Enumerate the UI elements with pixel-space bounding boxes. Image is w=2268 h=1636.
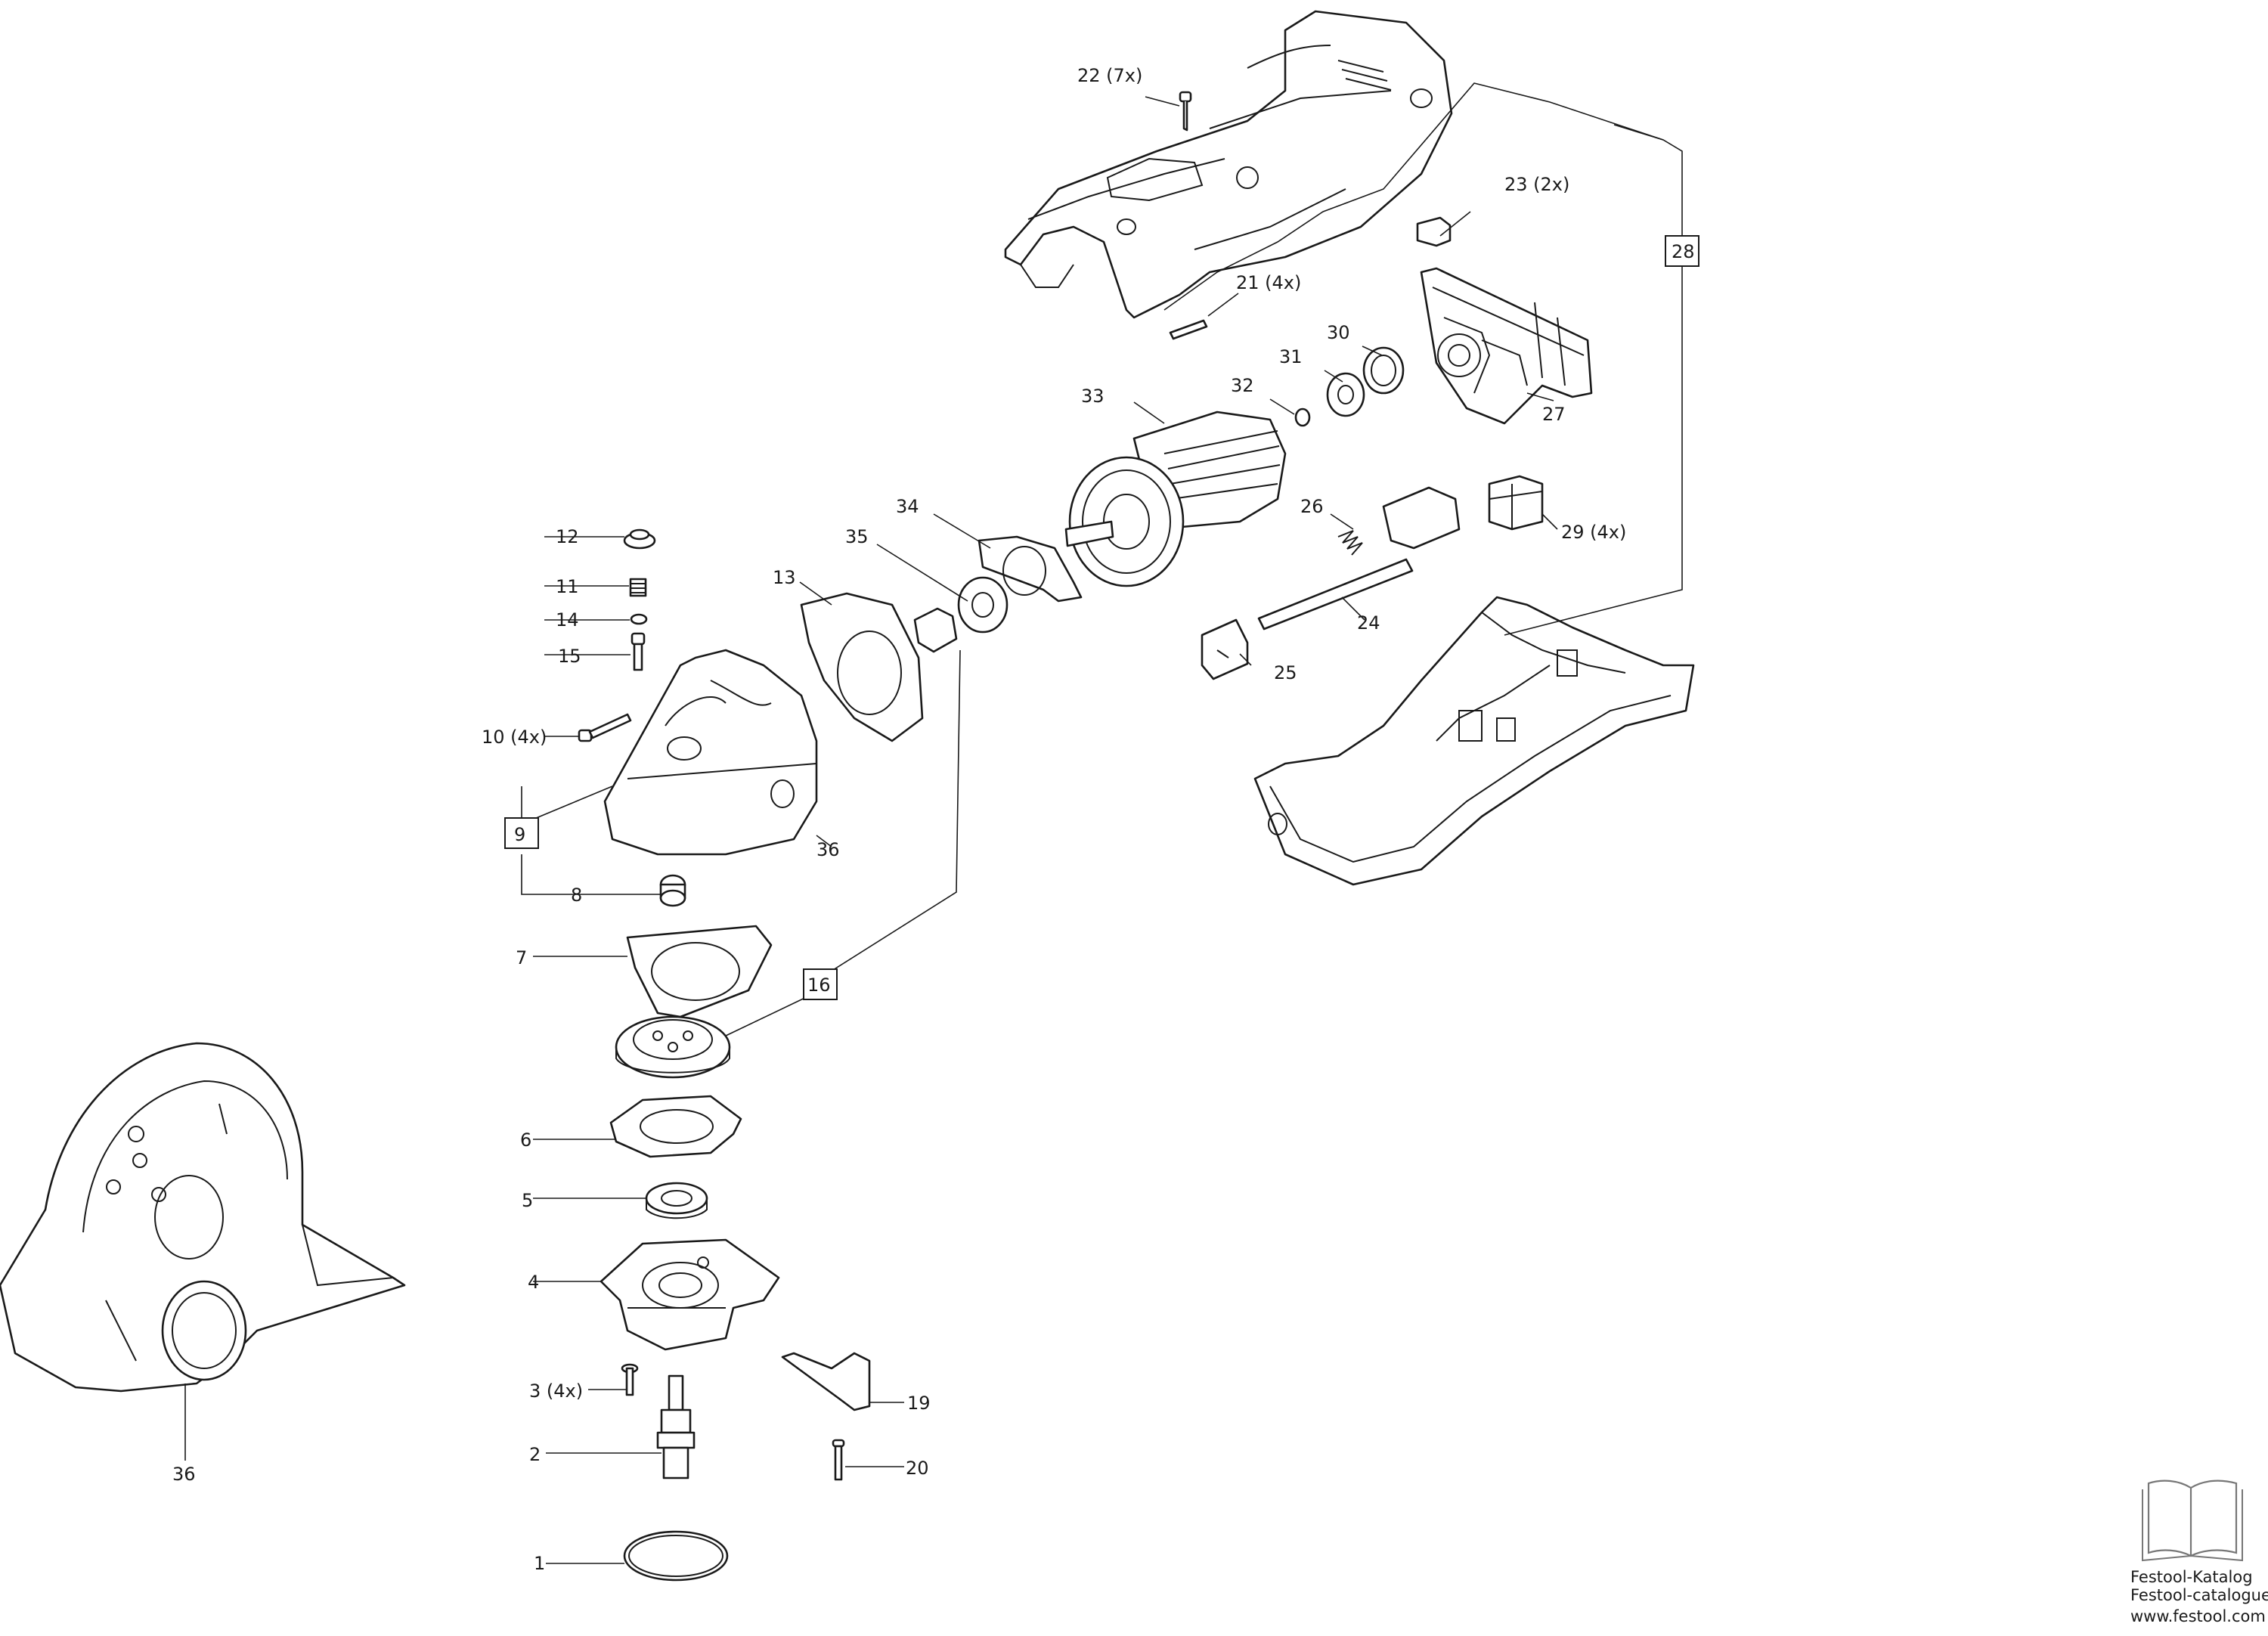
callout-19: 19 [907, 1393, 931, 1414]
callout-labels: 22 (7x) 23 (2x) 28 21 (4x) 30 31 32 33 2… [172, 65, 1695, 1574]
callout-35: 35 [845, 526, 869, 547]
callout-14: 14 [556, 609, 579, 631]
callout-20: 20 [906, 1458, 929, 1479]
sleeve-near-35 [913, 607, 958, 653]
baffle-13 [800, 592, 924, 742]
part-23 [1416, 216, 1452, 247]
brush-holder-24 [1257, 486, 1461, 631]
armature-33 [1064, 411, 1287, 587]
gasket-7 [626, 925, 773, 1018]
bearing-35 [957, 576, 1009, 634]
o-ring-1 [623, 1530, 729, 1582]
callout-31: 31 [1279, 346, 1303, 367]
washer-32 [1294, 407, 1311, 427]
callout-28: 28 [1672, 241, 1695, 262]
part-22-screw [1179, 91, 1192, 132]
callout-25: 25 [1274, 662, 1297, 683]
callout-36-guard: 36 [172, 1464, 196, 1485]
ring-14 [630, 613, 648, 625]
callout-4: 4 [528, 1272, 539, 1293]
festool-catalog-badge: Festool-Katalog Festool-catalogue www.fe… [2117, 1467, 2268, 1633]
spring-26 [1337, 530, 1363, 556]
bearing-31 [1326, 372, 1365, 417]
callout-10: 10 (4x) [482, 727, 547, 748]
callout-12: 12 [556, 526, 579, 547]
spindle-2 [656, 1374, 696, 1480]
callout-32: 32 [1231, 375, 1254, 396]
needle-bearing-8 [659, 874, 686, 907]
callout-29: 29 (4x) [1561, 522, 1626, 543]
guard-36 [0, 1042, 406, 1393]
catalog-line-1: Festool-Katalog [2130, 1568, 2253, 1586]
lever-19 [781, 1352, 871, 1411]
callout-26: 26 [1300, 496, 1324, 517]
lower-housing-shell [1253, 596, 1695, 886]
bearing-5 [645, 1182, 708, 1219]
cap-12 [623, 528, 656, 550]
bearing-30 [1362, 346, 1405, 395]
gear-head-9 [603, 649, 818, 856]
boxed-callout-9 [504, 817, 539, 849]
callout-36-gearhead: 36 [816, 839, 840, 860]
upper-housing-shell [1004, 10, 1453, 319]
catalog-url: www.festool.com [2130, 1607, 2266, 1625]
boxed-callout-16 [803, 968, 838, 1000]
spring-11 [629, 578, 647, 597]
callout-13: 13 [773, 567, 796, 588]
boxed-callout-28 [1665, 235, 1699, 267]
callout-27: 27 [1542, 404, 1566, 425]
flange-16 [615, 1015, 731, 1079]
plate-34 [978, 535, 1083, 603]
switch-assembly [1420, 267, 1593, 425]
callout-3: 3 (4x) [529, 1380, 583, 1402]
callout-22: 22 (7x) [1077, 65, 1142, 86]
callout-7: 7 [516, 947, 527, 968]
screw-3 [621, 1363, 639, 1396]
callout-11: 11 [556, 576, 579, 597]
callout-1: 1 [534, 1553, 545, 1574]
screw-10 [578, 713, 632, 742]
part-25 [1201, 618, 1249, 680]
catalog-line-2: Festool-catalogue [2130, 1586, 2268, 1604]
callout-5: 5 [522, 1190, 533, 1211]
leader-lines [184, 82, 1683, 1564]
callout-16: 16 [807, 974, 831, 996]
callout-23: 23 (2x) [1504, 174, 1569, 195]
callout-34: 34 [896, 496, 919, 517]
callout-8: 8 [571, 885, 582, 906]
callout-30: 30 [1327, 322, 1350, 343]
callout-6: 6 [520, 1129, 531, 1151]
callout-33: 33 [1081, 386, 1105, 407]
callout-15: 15 [558, 646, 581, 667]
plate-6 [609, 1095, 742, 1158]
open-book-icon [2142, 1480, 2243, 1562]
part-21-pin [1169, 319, 1208, 340]
callout-21: 21 (4x) [1236, 272, 1301, 293]
screw-20 [832, 1439, 845, 1481]
callout-24: 24 [1357, 612, 1380, 634]
callout-2: 2 [529, 1444, 541, 1465]
pin-15 [631, 632, 646, 671]
callout-9: 9 [514, 824, 525, 845]
brushes-29 [1488, 475, 1544, 531]
gear-housing-4 [600, 1238, 780, 1351]
